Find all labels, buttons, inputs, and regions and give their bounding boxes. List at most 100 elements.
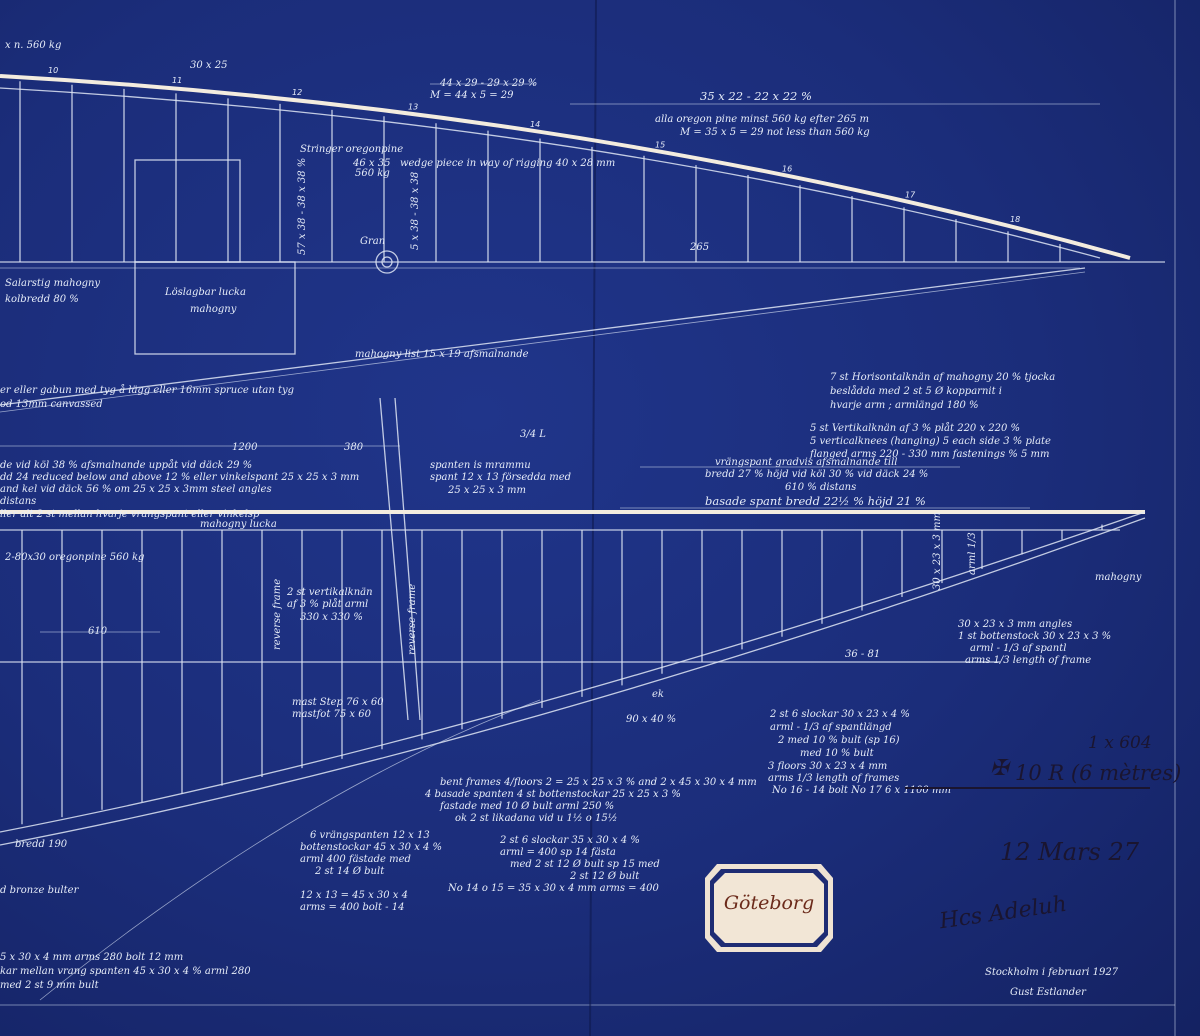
dimension-label: 44 x 29 - 29 x 29 % bbox=[439, 78, 537, 89]
note: 2 st 14 Ø bult bbox=[314, 866, 385, 877]
note: 2 st 6 slockar 35 x 30 x 4 % bbox=[499, 835, 640, 846]
note: arml 400 fästade med bbox=[300, 854, 411, 865]
removable-hatch bbox=[134, 261, 296, 355]
dimension-label: 3/4 L bbox=[520, 429, 546, 440]
note: fastade med 10 Ø bult arml 250 % bbox=[439, 801, 614, 812]
dimension-label: 90 x 40 % bbox=[626, 714, 676, 725]
note: med 2 st 12 Ø bult sp 15 med bbox=[510, 859, 660, 870]
note: 57 x 38 - 38 x 38 % bbox=[297, 158, 308, 255]
dimension-label: 265 bbox=[689, 242, 709, 253]
note: reverse frame bbox=[407, 584, 418, 655]
yacht-class: 10 R (6 mètres) bbox=[1015, 761, 1181, 785]
note: 6 vrängspanten 12 x 13 bbox=[310, 830, 430, 841]
place-date: Stockholm i februari 1927 bbox=[985, 967, 1119, 978]
frame-number: 14 bbox=[530, 120, 540, 129]
note: arms = 400 bolt - 14 bbox=[300, 902, 404, 913]
note: vrängspant gradvis afsmalnande till bbox=[715, 457, 897, 468]
note: kar mellan vrang spanten 45 x 30 x 4 % a… bbox=[0, 966, 251, 977]
note: kolbredd 80 % bbox=[5, 294, 79, 305]
note: med 10 % bult bbox=[800, 748, 875, 759]
mast-hole bbox=[375, 250, 399, 274]
fold-line bbox=[589, 0, 597, 1036]
frame-number: 13 bbox=[408, 102, 418, 111]
frame-number: 11 bbox=[172, 76, 182, 85]
note: alla oregon pine minst 560 kg efter 265 … bbox=[655, 114, 869, 125]
note: Gran bbox=[360, 236, 385, 247]
note: arml - 1/3 af spantlängd bbox=[770, 722, 892, 733]
note: Stringer oregonpine bbox=[300, 144, 403, 155]
note: 3 floors 30 x 23 x 4 mm bbox=[768, 761, 887, 772]
note: spant 12 x 13 försedda med bbox=[430, 472, 571, 483]
note: arms 1/3 length of frame bbox=[965, 655, 1091, 666]
note: 46 x 35 bbox=[352, 158, 390, 169]
note: Löslagbar lucka bbox=[164, 287, 246, 298]
frame-number: 16 bbox=[782, 165, 792, 174]
note: wedge piece in way of rigging 40 x 28 mm bbox=[400, 158, 615, 169]
frame-number: 18 bbox=[1010, 215, 1020, 224]
note: 5 st Vertikalknän af 3 % plåt 220 x 220 … bbox=[810, 422, 1020, 434]
note: hvarje arm ; armlängd 180 % bbox=[830, 400, 979, 411]
dimension-label: 610 bbox=[88, 626, 108, 637]
dimension-label: 36 - 81 bbox=[845, 649, 880, 660]
hull-bottom bbox=[0, 511, 1146, 833]
note: spanten is mrammu bbox=[430, 460, 531, 471]
dimension-label: 30 x 25 bbox=[190, 60, 227, 71]
note: bottenstockar 45 x 30 x 4 % bbox=[300, 842, 442, 853]
note: No 14 o 15 = 35 x 30 x 4 mm arms = 400 bbox=[447, 883, 659, 894]
note: bredd 190 bbox=[15, 839, 68, 850]
hatch-outline bbox=[134, 159, 241, 263]
sheer-line bbox=[0, 74, 1131, 260]
note: basade spant bredd 22½ % höjd 21 % bbox=[705, 494, 926, 508]
dimension-label: arml 1/3 bbox=[967, 532, 978, 575]
note: 610 % distans bbox=[785, 482, 856, 493]
ink-signature: Hcs Adeluh bbox=[937, 892, 1068, 935]
note: 12 x 13 = 45 x 30 x 4 bbox=[300, 890, 408, 901]
paper-label-text: Göteborg bbox=[723, 892, 815, 914]
cross-mark: ✠ bbox=[990, 756, 1011, 781]
profile-view bbox=[0, 510, 1146, 1001]
note: 2 st 6 slockar 30 x 23 x 4 % bbox=[769, 709, 910, 720]
dimension-label: 30 x 23 x 3 mm bbox=[932, 512, 943, 590]
note: arml = 400 sp 14 fästa bbox=[500, 847, 616, 858]
note: 5 x 30 x 4 mm arms 280 bolt 12 mm bbox=[0, 952, 183, 963]
note: er eller gabun med tyg å lägg eller 16mm… bbox=[0, 384, 294, 396]
note: mast Step 76 x 60 bbox=[292, 697, 384, 708]
note: 30 x 23 x 3 mm angles bbox=[958, 619, 1072, 630]
paper-label: Göteborg bbox=[703, 862, 835, 954]
mast-outline bbox=[379, 397, 409, 721]
note: Salarstig mahogny bbox=[5, 278, 100, 289]
registration-number: 1 x 604 bbox=[1088, 733, 1152, 753]
note: 4 basade spanten 4 st bottenstockar 25 x… bbox=[424, 789, 681, 800]
note: af 3 % plåt arml bbox=[287, 598, 368, 610]
note: 560 kg bbox=[355, 168, 390, 179]
note: 1 st bottenstock 30 x 23 x 3 % bbox=[958, 631, 1111, 642]
keel-curve bbox=[39, 699, 541, 1001]
note: flanged arms 220 - 330 mm fastenings % 5… bbox=[809, 449, 1049, 460]
note: 2 st 12 Ø bult bbox=[569, 871, 640, 882]
note: beslådda med 2 st 5 Ø kopparnit i bbox=[830, 385, 1002, 397]
keel-line bbox=[0, 267, 1086, 406]
frame-number: 10 bbox=[48, 66, 58, 75]
frame-number: 12 bbox=[292, 88, 302, 97]
note: d bronze bulter bbox=[0, 885, 80, 896]
note: ller alt 2 st mellan hvarje vrangspant e… bbox=[0, 509, 260, 520]
note: med 2 st 9 mm bult bbox=[0, 980, 100, 991]
note: No 16 - 14 bolt No 17 6 x 1100 mm bbox=[771, 785, 951, 796]
note: 2 st vertikalknän bbox=[286, 587, 373, 598]
note: x n. 560 kg bbox=[5, 40, 61, 51]
dimension-label: M = 44 x 5 = 29 bbox=[429, 90, 514, 101]
note: ok 2 st likadana vid u 1½ o 15½ bbox=[455, 813, 617, 824]
note: 7 st Horisontalknän af mahogny 20 % tjoc… bbox=[830, 372, 1055, 383]
note: od 13mm canvassed bbox=[0, 399, 103, 410]
note: mahogny bbox=[190, 304, 237, 315]
note: bent frames 4/floors 2 = 25 x 25 x 3 % a… bbox=[440, 777, 757, 788]
note: 5 x 38 - 38 x 38 bbox=[410, 172, 421, 250]
note: arms 1/3 length of frames bbox=[768, 773, 899, 784]
note: arml - 1/3 af spantl bbox=[970, 643, 1066, 654]
frame-number: 15 bbox=[655, 141, 665, 150]
note: ek bbox=[652, 689, 664, 700]
dimension-label: 1200 bbox=[232, 442, 258, 453]
frame-number: 17 bbox=[905, 191, 916, 200]
